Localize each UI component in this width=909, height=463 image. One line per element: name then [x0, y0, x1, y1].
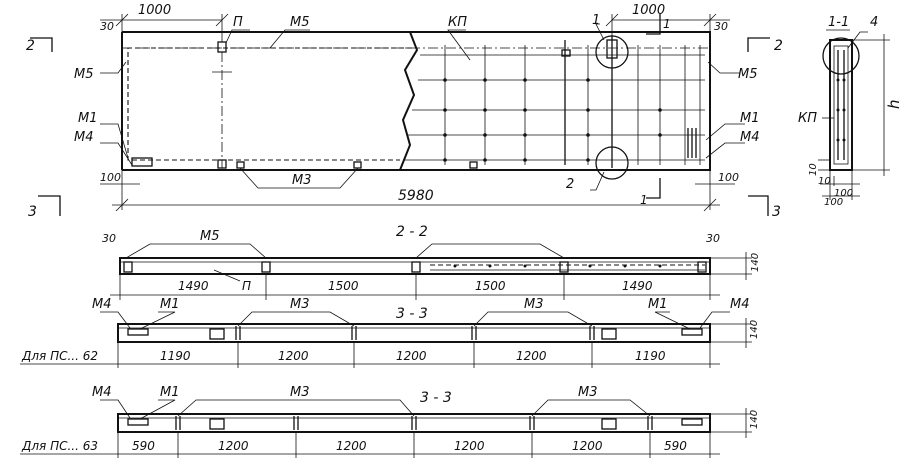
callout-circle-2: [595, 146, 629, 180]
plan-slab-outline: [122, 31, 711, 171]
plan-reinforcement-grid: [405, 35, 705, 168]
plan-label-m4-left: М4: [74, 130, 94, 145]
section-mark-3-right: [748, 195, 769, 216]
plan-section-1-top: 1: [663, 17, 671, 31]
plan-dim-30-right: 30: [714, 20, 728, 33]
plate-m1-left: [131, 157, 153, 167]
plan-dim-5980: 5980: [398, 188, 434, 204]
section-mark-3-left: [38, 195, 61, 216]
section-3-3-a-m4-right: М4: [730, 297, 750, 312]
plan-label-m5-top: М5: [290, 15, 310, 30]
plate-m3-b: [353, 161, 362, 169]
section-2-2-dim-30-left: 30: [102, 232, 116, 245]
plan-section-3-left: 3: [28, 204, 37, 220]
plan-label-m4-right: М4: [740, 130, 760, 145]
section-2-2-dim-30-right: 30: [706, 232, 720, 245]
section-mark-1-top: [646, 14, 661, 35]
plan-callout-1: 1: [592, 13, 600, 28]
section-2-2-dim-height: 140: [750, 253, 761, 272]
plan-label-p: П: [233, 15, 243, 30]
plan-label-kp: КП: [448, 15, 467, 30]
section-3-3-a-m3-right: М3: [524, 297, 544, 312]
section-1-1-dim-10-b: 10: [818, 176, 831, 187]
section-1-1-label-4: 4: [870, 15, 878, 30]
plan-section-1-bottom: 1: [640, 193, 648, 207]
plan-inner-dashed: [127, 47, 412, 161]
section-3-3-b-m3-left: М3: [290, 385, 310, 400]
plan-label-m1-right: М1: [740, 111, 760, 126]
section-2-2-span-2: 1500: [328, 279, 359, 293]
plate-m5-top: [561, 49, 571, 57]
section-3-3-a-m3-left: М3: [290, 297, 310, 312]
section-3-3-b-dim-height: 140: [749, 410, 760, 429]
section-3-3-b-span-6: 590: [664, 439, 687, 453]
section-1-1-title: 1-1: [828, 15, 849, 30]
plate-m3-c: [469, 161, 478, 169]
section-3-3-b-beam: [117, 413, 711, 433]
plan-callout-2: 2: [566, 177, 574, 192]
section-3-3-b-span-4: 1200: [454, 439, 485, 453]
section-2-2-span-4: 1490: [622, 279, 653, 293]
section-3-3-b-m4: М4: [92, 385, 112, 400]
section-mark-2-left: [30, 37, 53, 52]
plan-section-2-left: 2: [26, 38, 35, 54]
section-1-1-label-h: h: [885, 99, 903, 109]
section-mark-2-right: [747, 37, 770, 52]
section-3-3-a-m1-left: М1: [160, 297, 180, 312]
section-1-1-dim-100-a: 100: [834, 188, 853, 199]
plan-dim-30-left: 30: [100, 20, 114, 33]
section-3-3-b-caption: Для ПС... 63: [21, 439, 98, 453]
section-2-2-title: 2 - 2: [396, 224, 428, 240]
plan-label-m5-right: М5: [738, 67, 758, 82]
section-mark-1-bottom: [646, 178, 661, 199]
section-2-2-label-m5: М5: [200, 229, 220, 244]
section-3-3-ps63: 3 - 3 М4 М1 М3 М3 140 Для ПС... 63 590: [20, 385, 760, 458]
section-1-1-dim-10-a: 10: [808, 163, 819, 176]
section-2-2: 2 - 2 М5 П 30 30 140 1490 1500 1500 1490: [102, 224, 761, 300]
plan-label-m3: М3: [292, 173, 312, 188]
plan-dim-1000-right: 1000: [632, 3, 665, 18]
plan-label-m1-left: М1: [78, 111, 98, 126]
section-3-3-b-span-2: 1200: [218, 439, 249, 453]
section-3-3-b-m1: М1: [160, 385, 180, 400]
section-3-3-a-title: 3 - 3: [396, 306, 428, 322]
plan-dim-1000-left: 1000: [138, 3, 171, 18]
section-3-3-a-span-4: 1200: [516, 349, 547, 363]
section-3-3-b-m3-right: М3: [578, 385, 598, 400]
section-2-2-label-p: П: [242, 279, 251, 293]
section-3-3-b-span-1: 590: [132, 439, 155, 453]
section-3-3-a-dim-height: 140: [749, 320, 760, 339]
plan-label-m5-left: М5: [74, 67, 94, 82]
section-1-1-rib: [829, 39, 853, 171]
section-3-3-b-span-5: 1200: [572, 439, 603, 453]
plan-section-3-right: 3: [772, 204, 781, 220]
plate-m3-a: [236, 161, 245, 169]
section-3-3-b-title: 3 - 3: [420, 390, 452, 406]
section-1-1-label-kp: КП: [798, 111, 817, 126]
lifting-loop-left: [212, 41, 232, 169]
plan-view: 1000 1000 30 30 100 100 5980 П М5 КП М5 …: [26, 3, 783, 220]
section-3-3-a-span-3: 1200: [396, 349, 427, 363]
section-2-2-span-1: 1490: [178, 279, 209, 293]
section-3-3-a-span-1: 1190: [160, 349, 191, 363]
section-1-1-dim-100-b: 100: [824, 197, 843, 208]
section-3-3-ps62: 3 - 3 М4 М1 М3 М3 М1 М4 140 Для ПС...: [20, 297, 760, 368]
section-2-2-span-3: 1500: [475, 279, 506, 293]
section-3-3-a-m4-left: М4: [92, 297, 112, 312]
section-3-3-a-caption: Для ПС... 62: [21, 349, 98, 363]
section-3-3-a-m1-right: М1: [648, 297, 668, 312]
section-3-3-a-beam: [117, 323, 711, 343]
plan-dim-100-right: 100: [718, 171, 739, 184]
section-3-3-b-span-3: 1200: [336, 439, 367, 453]
section-3-3-a-span-5: 1190: [635, 349, 666, 363]
section-2-2-beam: [119, 257, 711, 275]
plan-section-2-right: 2: [774, 38, 783, 54]
section-1-1: 1-1 4 КП h 10 10 100 100: [798, 15, 903, 208]
section-3-3-a-span-2: 1200: [278, 349, 309, 363]
plan-dim-100-left: 100: [100, 171, 121, 184]
